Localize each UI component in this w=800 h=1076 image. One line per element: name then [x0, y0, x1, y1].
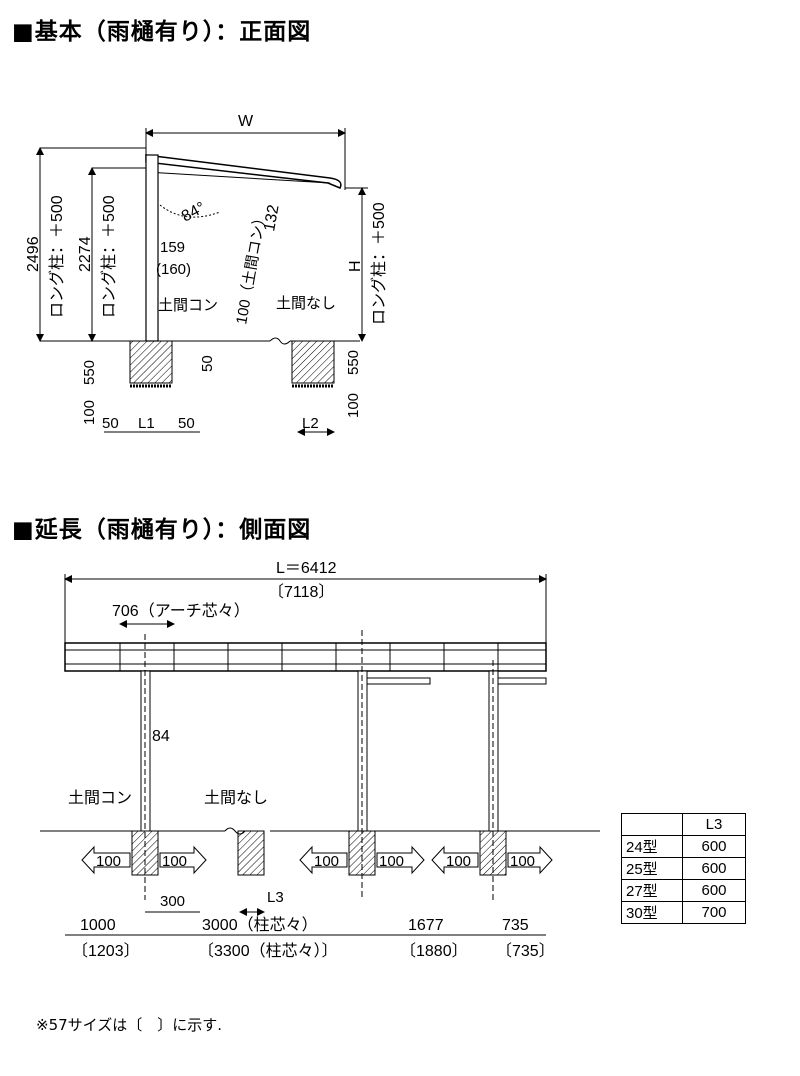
offset-50-label: 50 — [199, 355, 216, 372]
length-label: L＝6412 — [276, 560, 337, 577]
post-height-label: 2274 — [77, 236, 94, 272]
roof-panel — [145, 154, 342, 189]
foundation-right — [291, 340, 335, 384]
found-550-left: 550 — [81, 360, 98, 385]
post-size-label: 159 — [160, 239, 185, 256]
l3-table: L3 24型 600 25型 600 27型 600 30型 700 — [621, 813, 746, 924]
side-foundation-1 — [131, 830, 159, 876]
dim-1000: 1000 — [80, 917, 116, 934]
front-view: W 2496 ロング柱：＋500 2274 ロング柱：＋500 H ロング柱：＋… — [25, 113, 388, 436]
side-doma-nashi-label: 土間なし — [204, 789, 268, 807]
l2-label: L2 — [302, 415, 319, 432]
found-100-right: 100 — [345, 393, 362, 418]
long-post-mid-label: ロング柱：＋500 — [100, 195, 118, 318]
d100-b: 100 — [162, 853, 187, 870]
dim-3000-alt: 〔3300（柱芯々）〕 — [198, 942, 338, 960]
d300-label: 300 — [160, 893, 185, 910]
foundation-left — [129, 340, 173, 384]
brace-2 — [367, 677, 431, 685]
found-550-right: 550 — [345, 350, 362, 375]
w-label: W — [238, 113, 254, 130]
dim-735-alt: 〔735〕 — [496, 942, 555, 960]
side-foundation-3 — [348, 830, 376, 876]
long-post-right-label: ロング柱：＋500 — [370, 202, 388, 325]
front-post — [145, 154, 159, 342]
table-row: 30型 700 — [621, 901, 746, 924]
d100-a: 100 — [96, 853, 121, 870]
l1-label: L1 — [138, 415, 155, 432]
doma-con-depth-label: 100（土間コン） — [233, 209, 270, 325]
table-header: L3 — [682, 813, 746, 836]
side-doma-con-label: 土間コン — [68, 789, 132, 807]
side-view-title: ■延長（雨樋有り）：側面図 — [12, 517, 312, 543]
d100-d: 100 — [379, 853, 404, 870]
length-alt-label: 〔7118〕 — [268, 583, 334, 601]
d100-e: 100 — [446, 853, 471, 870]
post-84-label: 84 — [152, 728, 170, 745]
dim-1000-alt: 〔1203〕 — [72, 942, 140, 960]
h-label: H — [347, 260, 364, 272]
total-height-label: 2496 — [25, 236, 42, 272]
dim-735: 735 — [502, 917, 529, 934]
arch-pitch-label: 706（アーチ芯々） — [112, 602, 250, 620]
found-100-left: 100 — [81, 400, 98, 425]
front-view-title: ■基本（雨樋有り）：正面図 — [12, 19, 312, 45]
l1-right-50: 50 — [178, 415, 195, 432]
l3-label: L3 — [267, 889, 284, 906]
brace-3 — [498, 677, 547, 685]
angle-label: 84° — [179, 199, 208, 225]
gutter-label: 132 — [261, 203, 282, 232]
table-row: 25型 600 — [621, 857, 746, 880]
doma-con-label: 土間コン — [158, 297, 218, 314]
dim-1677-alt: 〔1880〕 — [400, 942, 468, 960]
doma-nashi-label: 土間なし — [276, 295, 336, 312]
footnote: ※57サイズは〔 〕に示す. — [36, 1016, 222, 1034]
side-foundation-4 — [479, 830, 507, 876]
d100-c: 100 — [314, 853, 339, 870]
side-foundation-2 — [237, 830, 265, 876]
table-header-row: L3 — [621, 813, 746, 836]
side-view: L＝6412 〔7118〕 706（アーチ芯々） 84 土間コン 土間なし — [40, 560, 600, 960]
d100-f: 100 — [510, 853, 535, 870]
roof-beam — [145, 171, 331, 184]
dim-3000: 3000（柱芯々） — [202, 916, 318, 934]
long-post-left-label: ロング柱：＋500 — [48, 195, 66, 318]
ground-break — [269, 337, 291, 345]
dim-1677: 1677 — [408, 917, 444, 934]
table-row: 27型 600 — [621, 879, 746, 902]
l1-left-50: 50 — [102, 415, 119, 432]
roof-arches — [119, 643, 499, 671]
hollow-arrows — [81, 845, 553, 875]
roof-band — [64, 642, 547, 672]
post-size-alt-label: (160) — [156, 261, 191, 278]
table-row: 24型 600 — [621, 835, 746, 858]
angle-arc — [159, 204, 221, 218]
